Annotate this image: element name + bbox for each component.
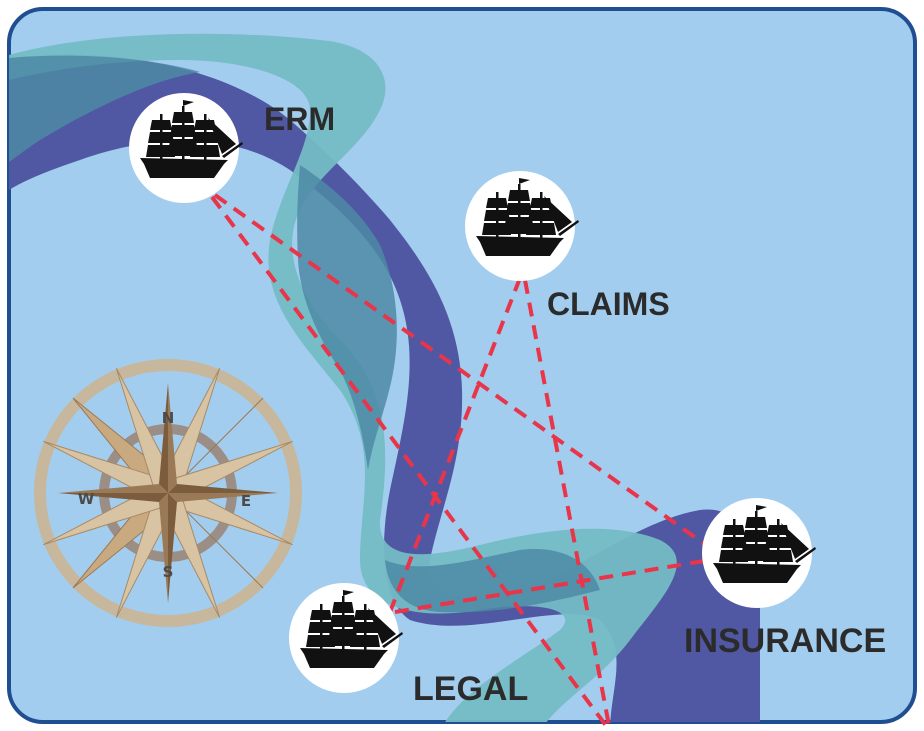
compass-west-label: W	[78, 490, 95, 508]
river-overlap	[9, 55, 200, 163]
node-insurance[interactable]	[702, 498, 816, 608]
route-claims-south	[523, 279, 612, 731]
node-label-legal: LEGAL	[413, 670, 528, 708]
route-lines	[210, 193, 712, 731]
node-legal[interactable]	[289, 583, 403, 693]
node-label-claims: CLAIMS	[547, 286, 670, 322]
node-label-insurance: INSURANCE	[684, 622, 886, 660]
route-erm-insurance	[213, 193, 712, 550]
river-layer	[9, 33, 760, 722]
node-label-erm: ERM	[264, 101, 335, 137]
node-erm[interactable]	[129, 93, 243, 203]
node-claims[interactable]	[465, 171, 579, 281]
river-overlap	[385, 549, 600, 613]
route-claims-legal	[388, 277, 522, 613]
route-legal-insurance	[394, 558, 711, 614]
route-erm-south	[210, 195, 612, 731]
river-overlap	[297, 165, 397, 470]
compass-east-label: E	[241, 492, 251, 510]
river-dark	[9, 54, 760, 722]
compass-south-label: S	[163, 563, 174, 581]
compass-north-label: N	[162, 409, 175, 427]
compass-rose-icon: N S E W	[34, 359, 302, 627]
